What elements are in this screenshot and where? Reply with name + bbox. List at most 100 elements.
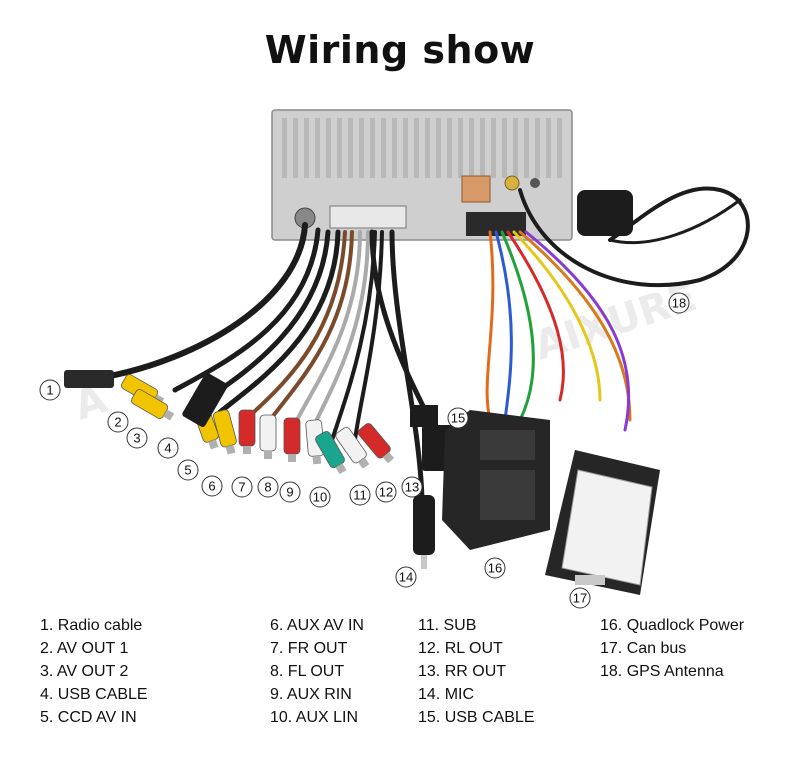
callout-marker: 15 [447, 407, 469, 429]
legend-item: 2. AV OUT 1 [40, 640, 129, 657]
quadlock-connector-icon [442, 410, 550, 550]
fin [293, 118, 298, 178]
fin [370, 118, 375, 178]
fin [480, 118, 485, 178]
legend-col-1: 1. Radio cable 2. AV OUT 1 3. AV OUT 2 4… [40, 614, 148, 729]
callout-number: 4 [164, 441, 171, 456]
fin [315, 118, 320, 178]
legend-item: 5. CCD AV IN [40, 709, 137, 726]
legend-item: 11. SUB [418, 617, 477, 634]
callout-marker: 1 [39, 379, 61, 401]
rca-plug-icon [213, 409, 237, 455]
fin [458, 118, 463, 178]
rca-plug-icon [131, 389, 175, 421]
wiring-diagram: AIXURE A [39, 109, 750, 609]
callout-marker: 17 [569, 587, 591, 609]
callout-marker: 12 [375, 481, 397, 503]
fin [436, 118, 441, 178]
callout-marker: 3 [126, 427, 148, 449]
callout-marker: 9 [279, 481, 301, 503]
fin [524, 118, 529, 178]
callout-number: 14 [399, 570, 413, 585]
fin [447, 118, 452, 178]
callout-marker: 6 [201, 475, 223, 497]
callout-number: 8 [264, 480, 271, 495]
fin [326, 118, 331, 178]
fin [513, 118, 518, 178]
fin [337, 118, 342, 178]
callout-marker: 7 [231, 476, 253, 498]
callout-number: 7 [238, 480, 245, 495]
fin [348, 118, 353, 178]
legend-item: 10. AUX LIN [270, 709, 359, 726]
fin [403, 118, 408, 178]
callout-marker: 4 [157, 437, 179, 459]
callout-marker: 18 [668, 292, 690, 314]
rca-plug-icon [335, 427, 370, 469]
callout-number: 9 [286, 485, 293, 500]
rca-plug-icon [283, 417, 301, 462]
gps-antenna-icon [577, 190, 633, 236]
fin [359, 118, 364, 178]
callout-number: 3 [133, 431, 140, 446]
legend-col-2: 6. AUX AV IN 7. FR OUT 8. FL OUT 9. AUX … [270, 614, 364, 729]
fin [392, 118, 397, 178]
canbus-box-icon [545, 450, 660, 595]
callout-marker: 16 [484, 557, 506, 579]
callout-number: 13 [405, 480, 419, 495]
callout-number: 10 [313, 490, 327, 505]
radio-plug-icon [64, 370, 114, 388]
callout-number: 11 [353, 488, 367, 503]
callout-number: 18 [672, 296, 686, 311]
cable-bundle [97, 186, 750, 503]
legend-item: 4. USB CABLE [40, 686, 148, 703]
rca-plug-icon [315, 431, 347, 475]
legend-item: 1. Radio cable [40, 617, 143, 634]
rca-plug-icon [238, 409, 256, 454]
mic-jack-icon [413, 495, 435, 555]
legend-item: 13. RR OUT [418, 663, 507, 680]
callout-number: 12 [379, 485, 393, 500]
callout-number: 5 [184, 463, 191, 478]
rca-plug-icon [357, 423, 395, 464]
head-unit [271, 109, 573, 241]
legend-item: 9. AUX RIN [270, 686, 352, 703]
legend-item: 12. RL OUT [418, 640, 503, 657]
callout-marker: 13 [401, 476, 423, 498]
usb-connector-icon [182, 372, 228, 428]
legend-item: 17. Can bus [600, 640, 687, 657]
callout-number: 6 [208, 479, 215, 494]
legend-item: 7. FR OUT [270, 640, 348, 657]
fin [304, 118, 309, 178]
heatsink-fins [282, 118, 562, 178]
fin [502, 118, 507, 178]
fin [469, 118, 474, 178]
fin [546, 118, 551, 178]
mic-jack-tip-icon [421, 555, 427, 569]
callout-marker: 8 [257, 476, 279, 498]
legend-item: 14. MIC [418, 686, 475, 703]
callout-marker: 11 [349, 484, 371, 506]
legend-item: 8. FL OUT [270, 663, 345, 680]
legend-item: 18. GPS Antenna [600, 663, 724, 680]
legend-item: 16. Quadlock Power [600, 617, 745, 634]
legend-col-3: 11. SUB 12. RL OUT 13. RR OUT 14. MIC 15… [418, 614, 535, 729]
callout-number: 16 [488, 561, 502, 576]
legend-item: 6. AUX AV IN [270, 617, 364, 634]
callout-marker: 14 [395, 566, 417, 588]
fin [535, 118, 540, 178]
fin [491, 118, 496, 178]
callout-number: 1 [46, 383, 53, 398]
rca-plug-icon [259, 414, 277, 459]
fin [414, 118, 419, 178]
callout-marker: 5 [177, 459, 199, 481]
callout-number: 15 [451, 411, 465, 426]
legend-col-4: 16. Quadlock Power 17. Can bus 18. GPS A… [600, 614, 744, 683]
legend-item: 15. USB CABLE [418, 709, 535, 726]
fin [282, 118, 287, 178]
usb-connector-icon [410, 405, 438, 427]
callout-number: 2 [114, 415, 121, 430]
fin [381, 118, 386, 178]
legend-item: 3. AV OUT 2 [40, 663, 129, 680]
